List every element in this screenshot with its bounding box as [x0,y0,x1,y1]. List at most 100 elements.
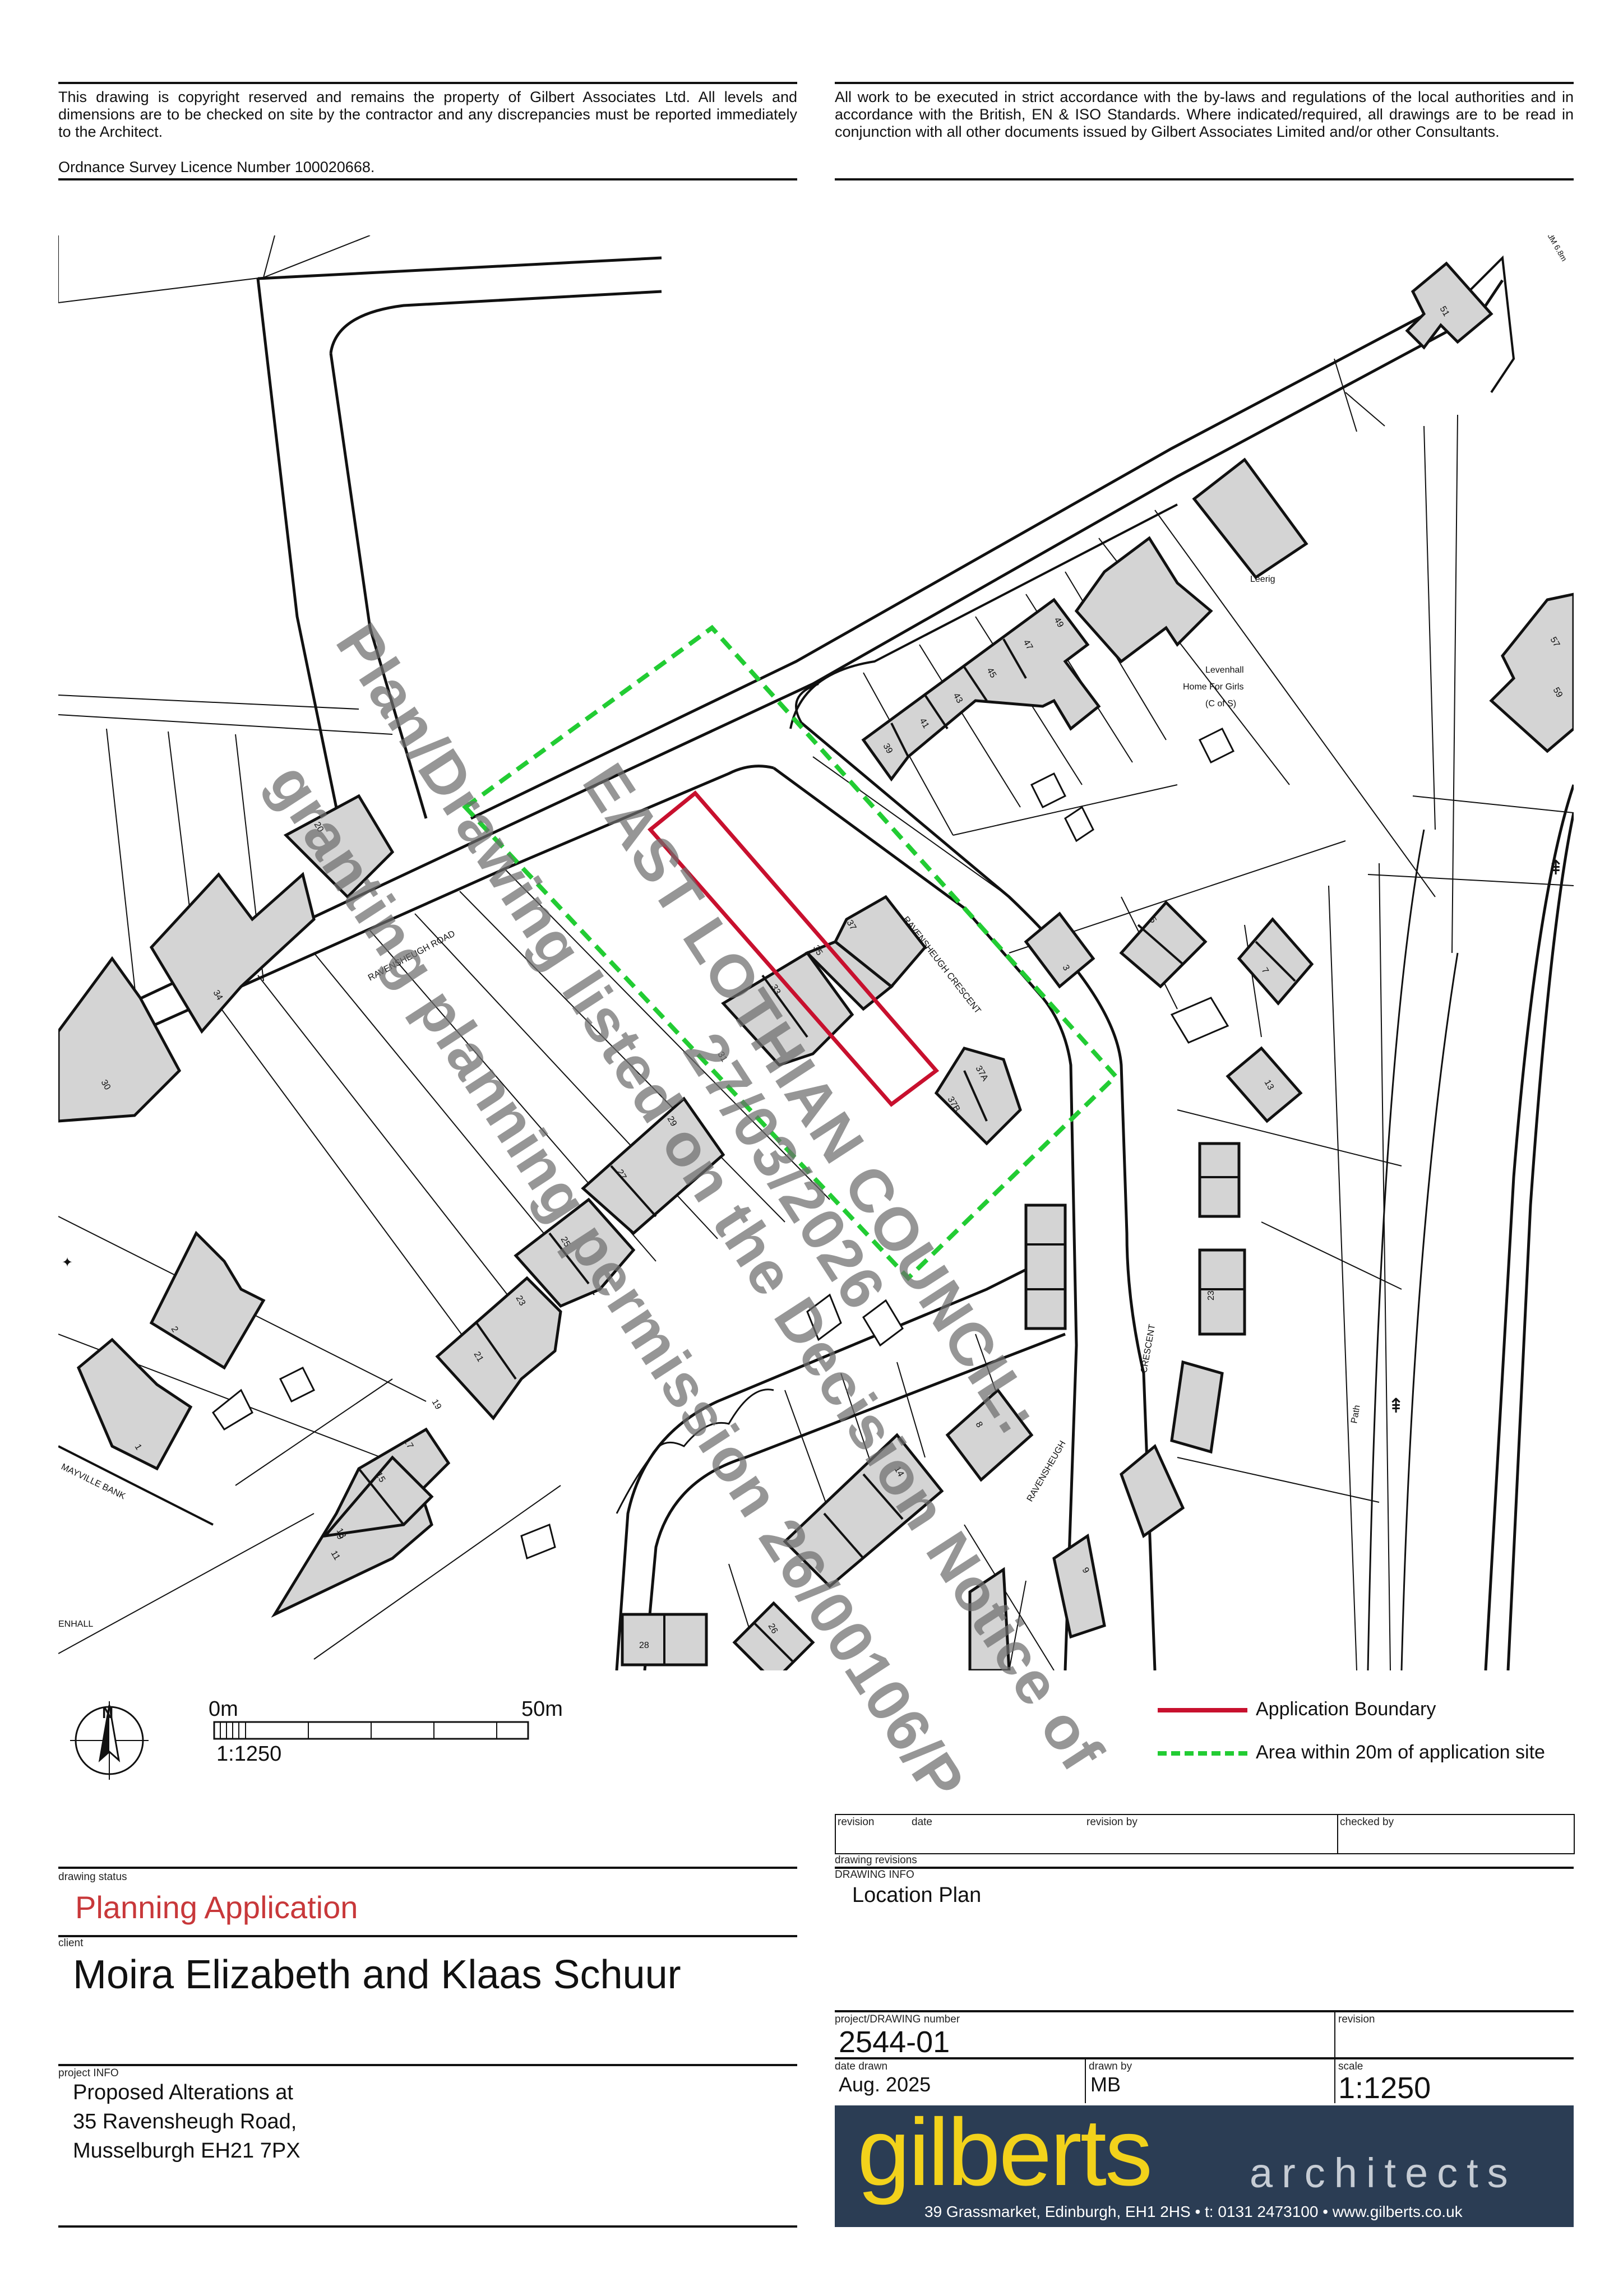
legend-application-boundary: Application Boundary [1256,1698,1436,1720]
house-number: 34 [211,989,225,1002]
building-20 [283,794,395,899]
house-number: 31 [716,1050,729,1064]
building-3 [1024,911,1095,989]
project-info-label: project INFO [58,2067,119,2079]
house-number: 41 [918,717,931,730]
label-ravensheugh: RAVENSHEUGH [1025,1439,1068,1503]
house-number: 26 [766,1622,780,1636]
shed-4 [1030,772,1067,809]
house-number: 11 [329,1549,342,1562]
label-mayville-bank: MAYVILLE BANK [59,1462,127,1501]
project-line-1: Proposed Alterations at [73,2081,293,2104]
house-number: 39 [881,742,895,756]
logo-address: 39 Grassmarket, Edinburgh, EH1 2HS • t: … [924,2203,1463,2220]
shed-1 [211,1388,253,1431]
scale-start-label: 0m [209,1697,238,1721]
house-number: 47 [1021,638,1035,652]
top-right-road [1468,255,1515,394]
north-road-west-edge [256,278,344,836]
legend-area-swatch [1158,1751,1247,1756]
house-number: 19 [430,1398,443,1411]
drawing-number-value: 2544-01 [839,2025,950,2059]
north-road-top [257,256,662,280]
drawn-by-value: MB [1090,2073,1121,2096]
regulations-note: All work to be executed in strict accord… [835,89,1574,140]
building-23-a [1198,1142,1241,1218]
building-14 [783,1433,944,1589]
house-number: 28 [639,1641,649,1650]
legend-area-within-20m: Area within 20m of application site [1256,1742,1545,1763]
house-number: 13 [1263,1078,1276,1092]
house-number: 45 [985,666,998,680]
building-2-right [1024,1203,1067,1330]
south-road-east [643,1332,1066,1670]
building-51 [1405,261,1493,350]
drawing-number-divider [1334,2011,1335,2058]
house-number: 17 [402,1437,415,1451]
house-number: 37 [845,919,858,932]
revisions-table [835,1814,1575,1854]
header-top-rule-right [835,82,1574,84]
building-cres-4 [968,1567,1011,1670]
house-number: 51 [1438,305,1451,318]
ravensheugh-road-south [58,765,774,1070]
garage-2 [862,1299,904,1347]
house-number: 29 [665,1115,679,1128]
building-25-23 [514,1197,636,1308]
path-west [1367,829,1425,1670]
house-number: 59 [1551,686,1565,700]
drawing-status-value: Planning Application [75,1890,358,1925]
header-bottom-rule-left [58,178,797,180]
gilberts-logo: gilberts architects 39 Grassmarket, Edin… [835,2099,1574,2227]
scale-end-label: 50m [521,1697,563,1721]
label-leerig: Leerig [1250,575,1275,584]
building-cres-3 [1052,1533,1106,1639]
label-crescent: CRESCENT [1139,1323,1157,1374]
north-arrow-icon [70,1701,149,1780]
label-home-for-girls: Home For Girls [1183,682,1243,692]
drawn-by-label: drawn by [1089,2061,1132,2072]
house-number: 27 [615,1168,628,1182]
label-top-right: dM 6.8m [1546,235,1569,263]
building-cres-2 [1120,1443,1185,1538]
building-57-59 [1489,592,1574,753]
scale-value: 1:1250 [1338,2071,1431,2105]
header-bottom-rule-right [835,178,1574,180]
garage-1 [1170,997,1229,1044]
revision-col-label: revision [838,1816,875,1828]
field-boundary [58,235,371,304]
building-21-19 [435,1276,562,1420]
logo-name: gilberts [857,2099,1153,2206]
label-path: Path [1349,1404,1362,1424]
project-line-2: 35 Ravensheugh Road, [73,2110,297,2133]
house-number: 20 [312,821,326,834]
label-ravensheugh-crescent: RAVENSHEUGH CRESCENT [901,915,983,1016]
drawing-number-label: project/DRAWING number [835,2013,960,2025]
path-east [1400,952,1459,1670]
date-col-label: date [912,1816,932,1828]
drawing-status-label: drawing status [58,1871,127,1883]
house-number: 15 [374,1471,387,1484]
crescent-loop-north [795,683,819,724]
area-within-20m-boundary [461,624,1119,1281]
south-road-west [615,1248,1066,1670]
north-label: N [102,1704,114,1721]
checked-by-col-label: checked by [1340,1816,1394,1828]
label-cofs: (C of S) [1205,699,1236,709]
south-wavy [616,1388,774,1514]
label-levenhall-edge: ENHALL [58,1619,93,1629]
river-edge-2 [1506,812,1574,1670]
shed-5 [1064,806,1094,843]
crescent-north-loop [789,503,1178,729]
bottom-rule [58,2225,797,2228]
house-number: 13 [335,1527,348,1540]
building-37A-37B [934,1047,1022,1146]
svg-text:⇞: ⇞ [1547,856,1564,879]
building-30 [58,956,182,1123]
svg-text:⇞: ⇞ [1388,1394,1404,1417]
building-2 [149,1230,266,1370]
client-rule [58,1935,797,1937]
date-drawn-divider [1085,2058,1086,2103]
garage-3 [806,1293,842,1341]
scale-label: scale [1338,2061,1363,2072]
